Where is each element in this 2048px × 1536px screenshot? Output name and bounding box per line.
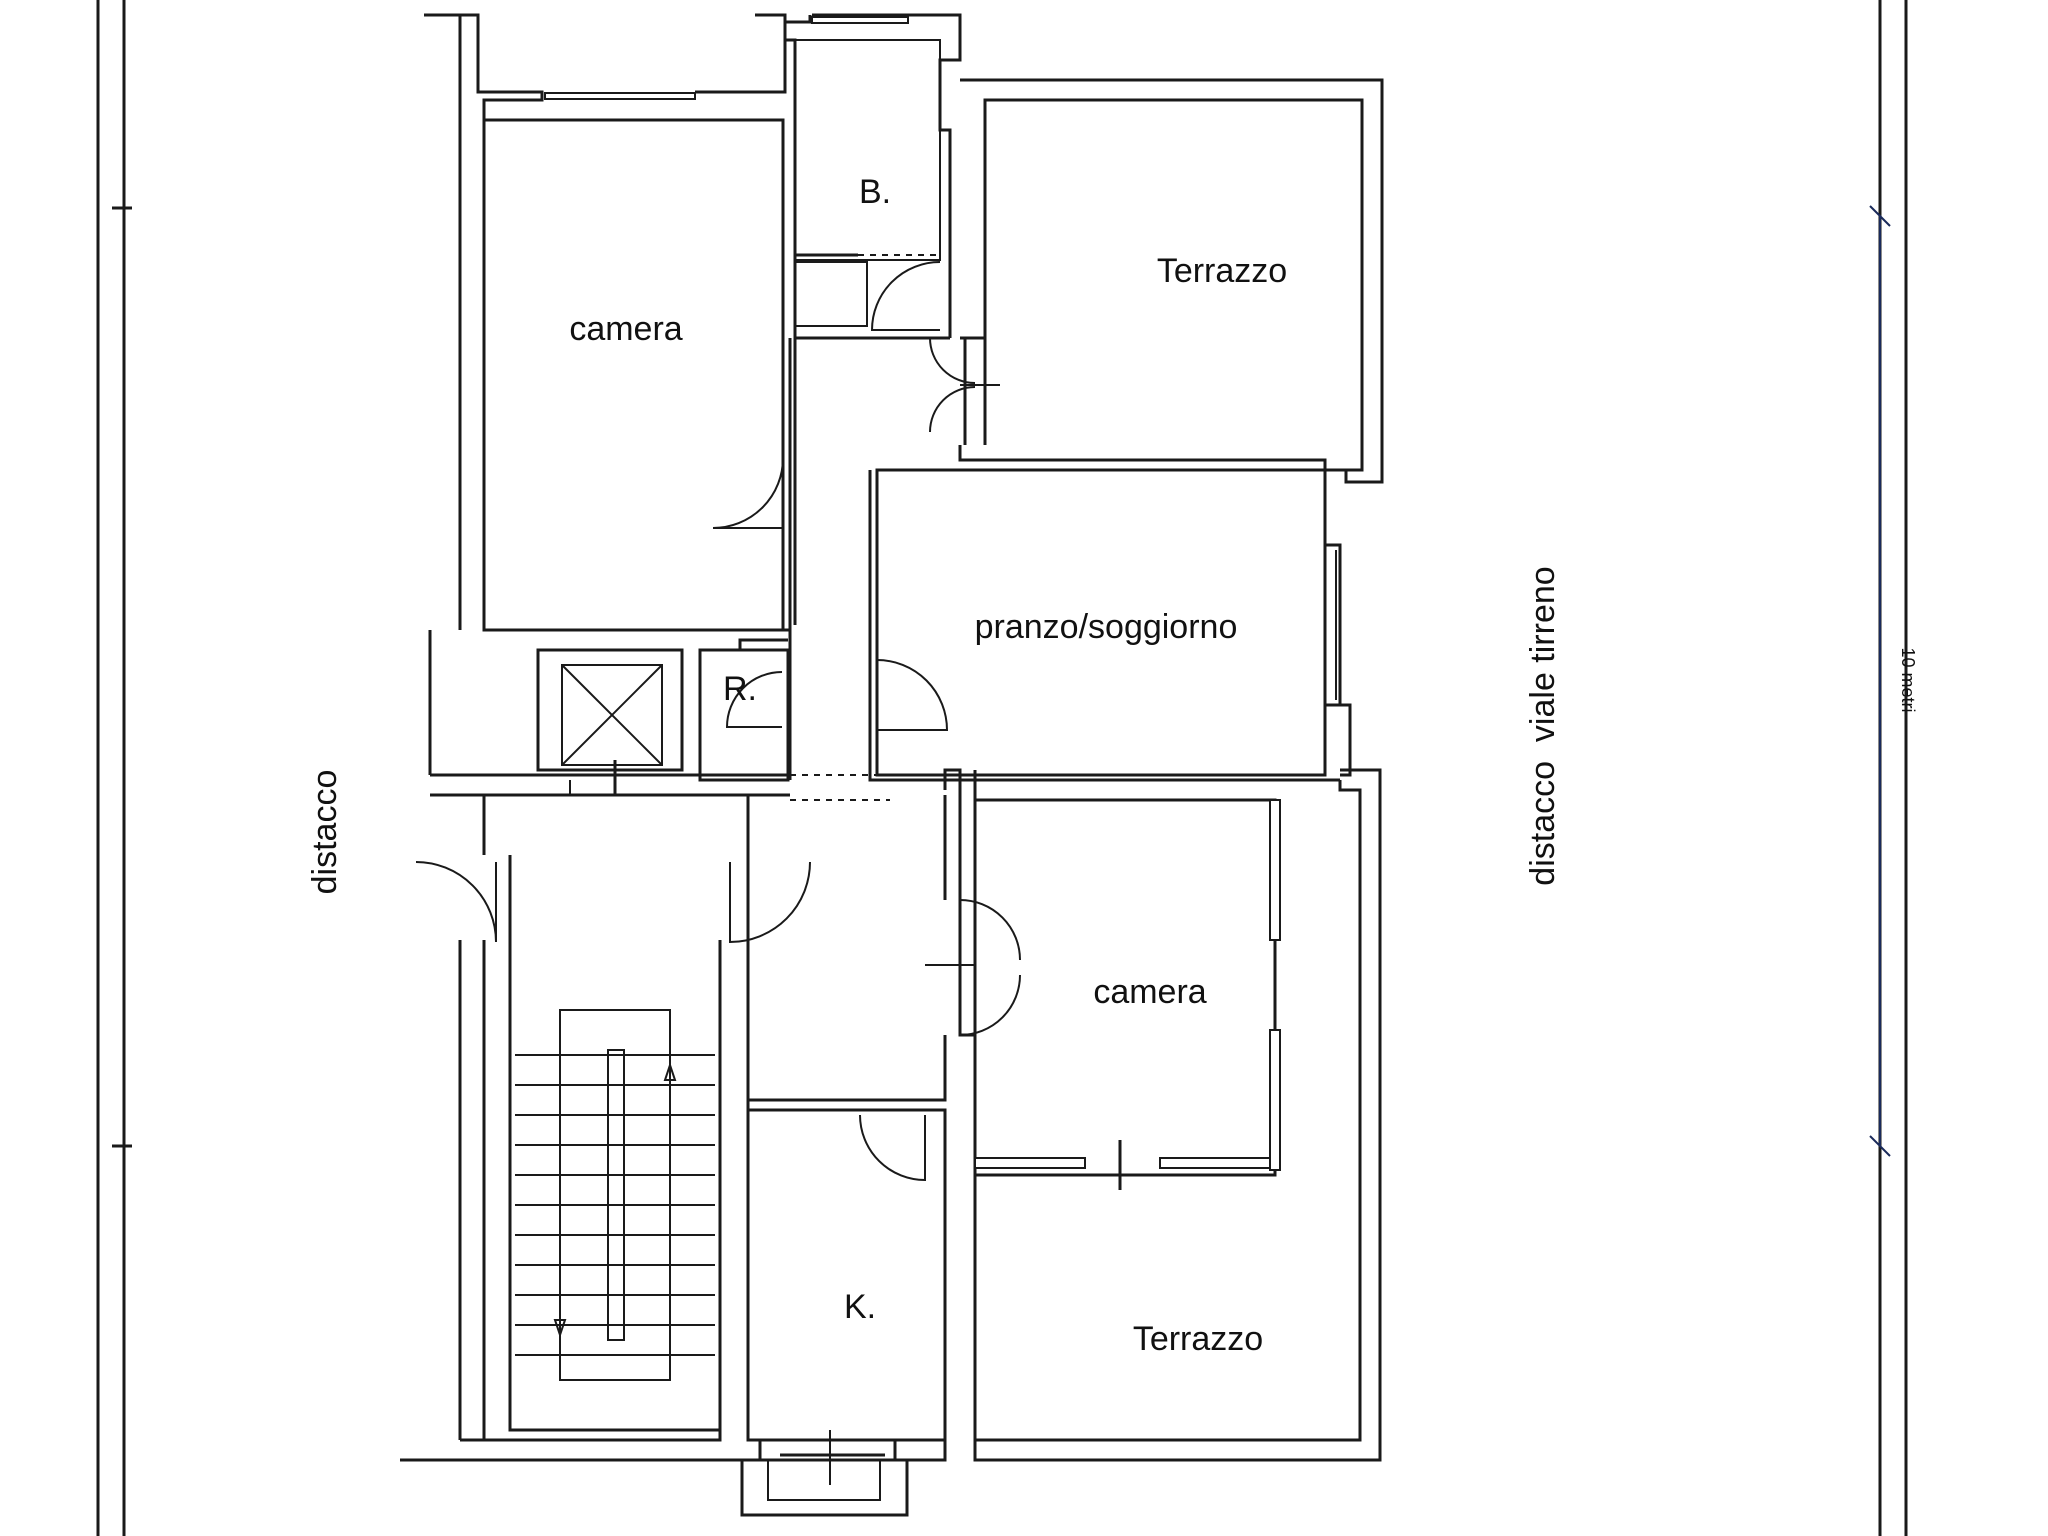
side-label-left: distacco [306, 770, 344, 895]
room-labels: B. Terrazzo camera pranzo/soggiorno R. c… [569, 173, 1287, 1358]
room-label-terrazzo-top: Terrazzo [1157, 252, 1287, 290]
staircase [515, 760, 715, 1381]
room-label-ripostiglio: R. [723, 670, 757, 708]
walls [400, 13, 1384, 1517]
doors [415, 261, 1021, 1485]
side-label-right: distacco viale tirreno [1524, 566, 1562, 885]
side-labels: distacco distacco viale tirreno [306, 566, 1562, 894]
room-label-camera-bottom: camera [1093, 973, 1206, 1011]
room-label-cucina: K. [844, 1288, 876, 1326]
room-label-terrazzo-bottom: Terrazzo [1133, 1320, 1263, 1358]
scale-bar: 10 metri [1869, 205, 1918, 1157]
sheet-frame [96, 0, 1908, 1536]
scale-label: 10 metri [1898, 647, 1918, 712]
room-label-camera-top: camera [569, 310, 682, 348]
room-label-bagno: B. [859, 173, 891, 211]
room-label-pranzo-soggiorno: pranzo/soggiorno [975, 608, 1238, 646]
